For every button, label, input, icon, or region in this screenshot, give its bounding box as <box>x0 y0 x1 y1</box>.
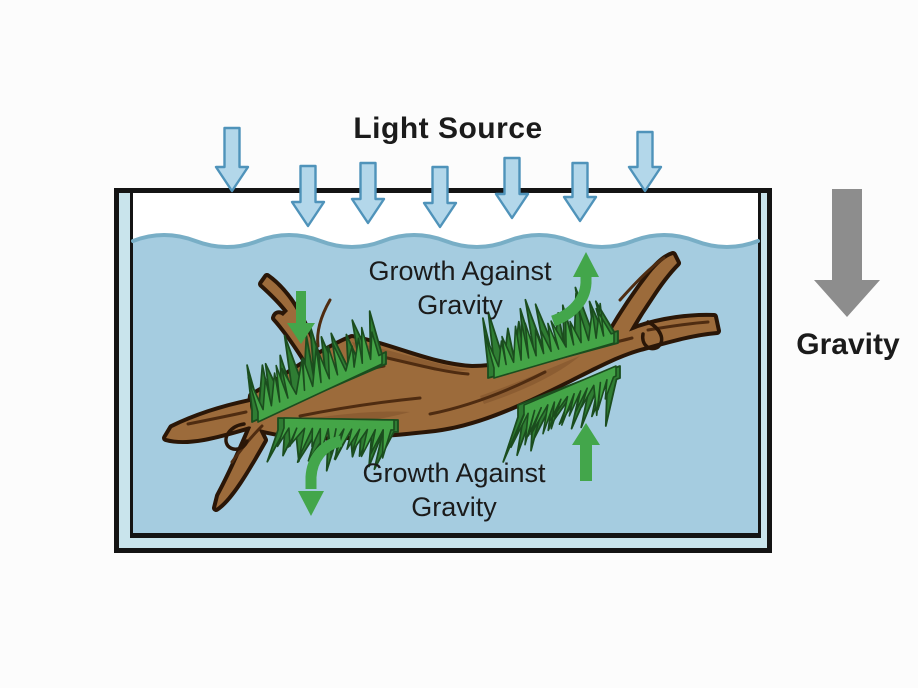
growth-arrows <box>287 252 600 516</box>
growth-arrow-up-curved <box>550 252 599 327</box>
light-ray-arrow <box>422 165 458 229</box>
gravity-arrow-icon <box>814 189 880 317</box>
light-ray-arrow <box>290 164 326 228</box>
gravity-label: Gravity <box>796 328 900 361</box>
light-ray-arrow <box>350 161 386 225</box>
growth-against-gravity-label-upper: Growth Against Gravity <box>330 254 590 322</box>
growth-arrow-down-upper <box>287 291 315 344</box>
growth-lower-line2: Gravity <box>411 492 497 522</box>
water-surface <box>131 233 760 249</box>
light-ray-arrow <box>562 161 598 223</box>
growth-against-gravity-label-lower: Growth Against Gravity <box>324 456 584 524</box>
growth-upper-line2: Gravity <box>417 290 503 320</box>
driftwood-curl-left <box>224 422 249 451</box>
light-source-title: Light Source <box>353 112 543 145</box>
light-ray-arrow <box>214 126 250 193</box>
growth-upper-line1: Growth Against <box>368 256 552 286</box>
driftwood-curl-right <box>640 320 664 351</box>
growth-lower-line1: Growth Against <box>362 458 546 488</box>
light-ray-arrow <box>627 130 663 193</box>
moss-clump <box>246 310 387 423</box>
light-ray-arrow <box>494 156 530 220</box>
growth-arrow-down-curved <box>298 435 343 516</box>
light-ray-arrows <box>214 126 663 229</box>
moss-clump <box>502 365 621 463</box>
growth-arrow-up-lower <box>572 423 600 481</box>
